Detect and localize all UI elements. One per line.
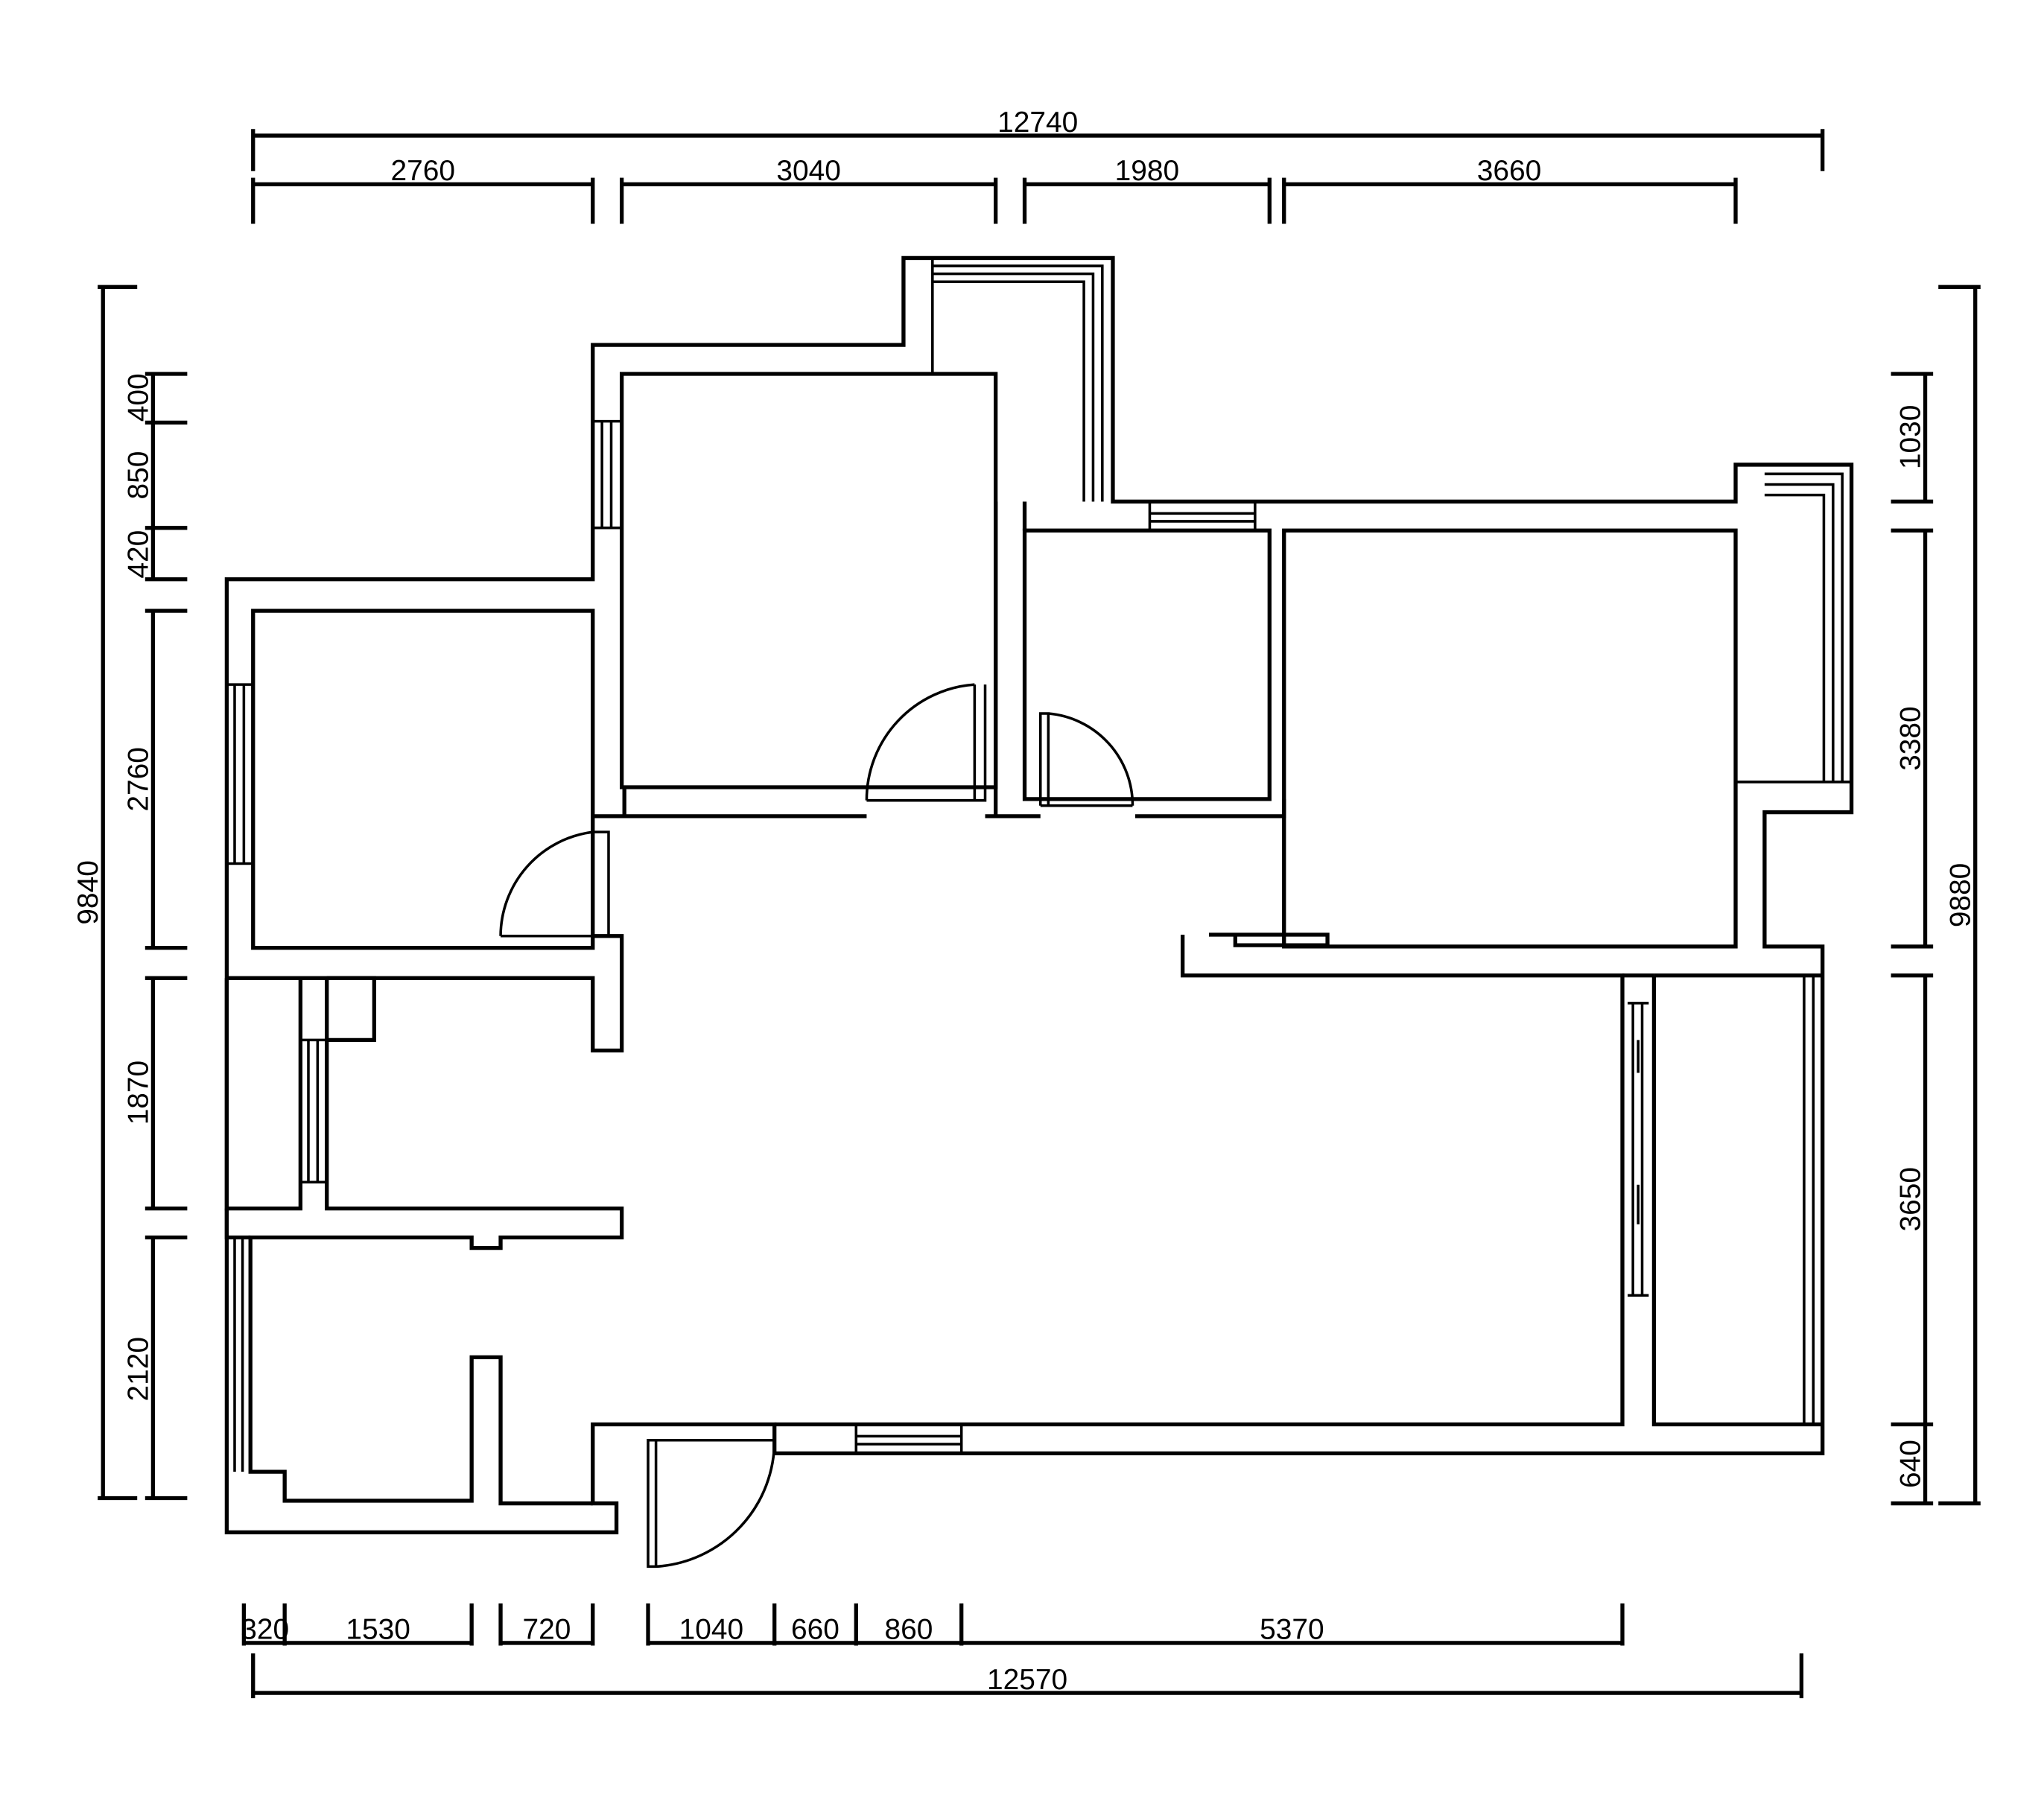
window-bedroom-3 [1148,501,1257,531]
dimension-labels: 12740 2760 3040 1980 3660 320 1530 720 1… [72,107,1976,1696]
dim-bottom-overall: 12570 [987,1664,1067,1696]
master-bedroom [1282,528,1738,949]
dim-bottom-3: 720 [522,1614,571,1646]
dim-bottom-2: 1530 [346,1614,410,1646]
door-bedroom-1 [499,830,610,938]
door-bedroom-2 [865,683,987,802]
dim-left-5: 1870 [122,1061,154,1125]
bedroom-3 [1022,528,1272,801]
balcony-wall [1651,973,1823,1427]
dim-left-3: 420 [122,530,154,579]
dim-right-1: 1030 [1894,405,1926,469]
dim-right-2: 3380 [1894,706,1926,770]
dim-top-1: 2760 [391,155,455,187]
window-kitchen [300,1038,327,1184]
corridor-wall-1 [592,787,1286,819]
master-lower-wall [774,934,1625,1427]
sliding-door-balcony [1628,1002,1649,1297]
windows [226,419,1815,1472]
window-living [854,1424,963,1454]
dim-left-2: 850 [122,451,154,500]
bedroom-1 [251,608,595,950]
dim-bottom-6: 860 [885,1614,933,1646]
kitchen-top-wall [224,1208,251,1240]
bedroom-1-lower-wall [226,934,624,1053]
walls [224,255,1854,1535]
dim-top-2: 3040 [776,155,840,187]
bay-window-top [931,258,1104,502]
dimension-lines [98,129,1981,1699]
dim-top-4: 3660 [1477,155,1541,187]
window-balcony [1803,975,1815,1425]
door-bedroom-3 [1038,712,1134,807]
dim-right-4: 640 [1894,1440,1926,1488]
dim-left-1: 400 [122,373,154,422]
dim-top-overall: 12740 [997,107,1078,139]
window-bedroom-2 [592,419,622,530]
dim-bottom-1: 320 [241,1614,289,1646]
kitchen-wall [224,978,624,1506]
dim-top-3: 1980 [1115,155,1179,187]
window-bathroom [233,1237,244,1472]
bay-window-right [1736,472,1852,784]
doors [499,683,1134,1568]
dim-left-overall: 9840 [72,860,104,924]
door-entrance [647,1438,776,1568]
outer-wall [224,255,1854,1535]
corridor-wall-2 [993,501,1027,816]
utility-box [326,976,377,1043]
window-bedroom-1 [226,683,253,865]
dim-bottom-5: 660 [791,1614,840,1646]
bedroom-2 [620,372,998,789]
dim-left-6: 2120 [122,1337,154,1401]
dim-right-3: 3650 [1894,1167,1926,1231]
dim-bottom-7: 5370 [1260,1614,1324,1646]
dim-bottom-4: 1040 [679,1614,743,1646]
dim-left-4: 2760 [122,747,154,811]
dim-right-overall: 9880 [1945,863,1977,927]
master-partition [1208,932,1330,947]
